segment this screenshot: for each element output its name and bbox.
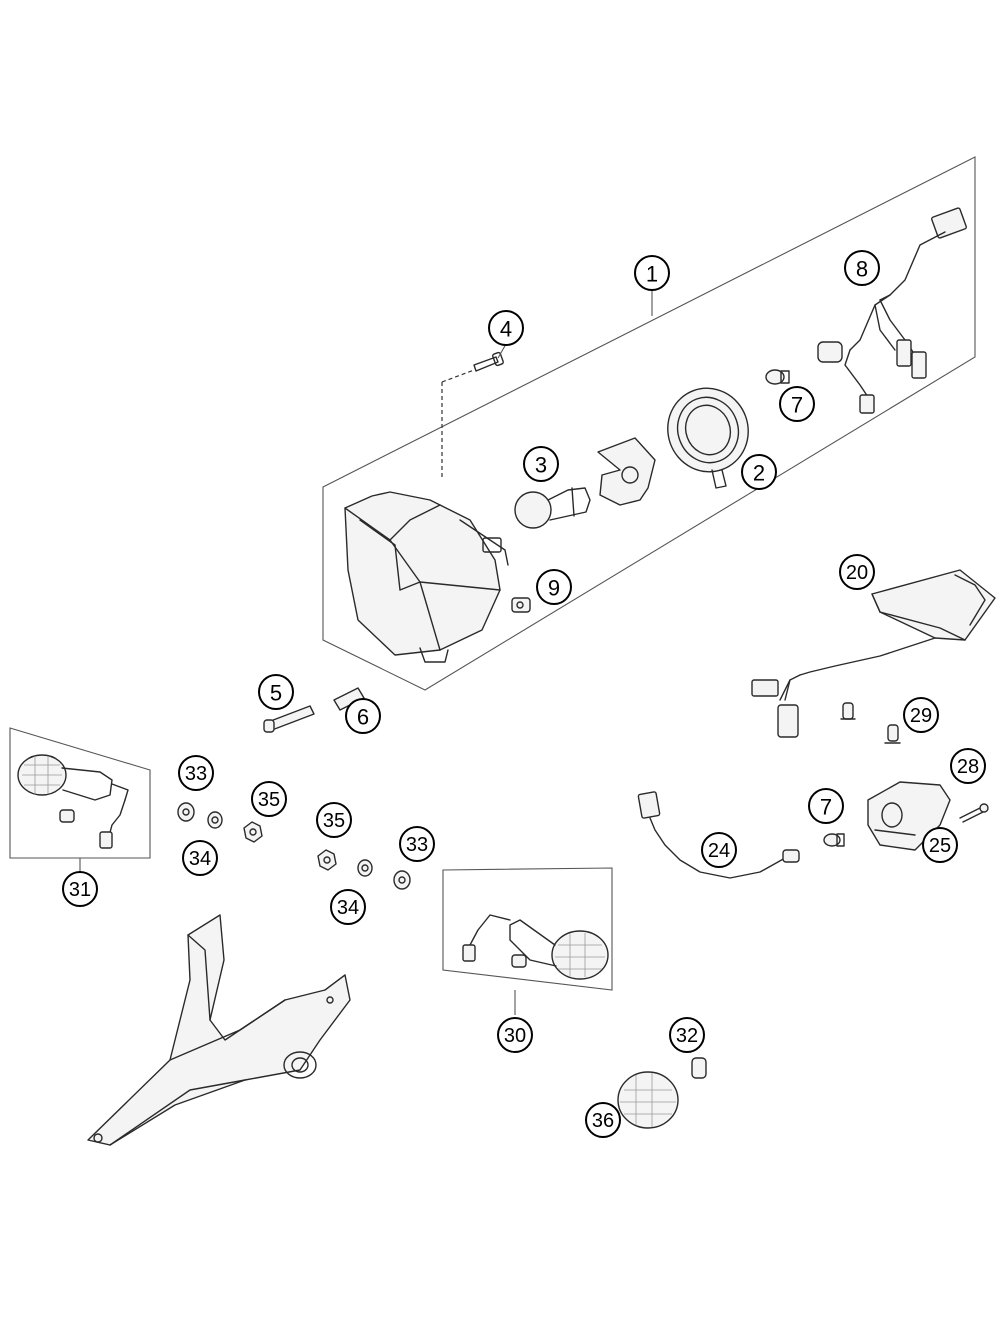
- svg-text:33: 33: [406, 834, 428, 856]
- svg-text:31: 31: [69, 879, 91, 901]
- svg-text:34: 34: [337, 897, 359, 919]
- callout-32: 32: [669, 1017, 705, 1053]
- tail-light-unit-20: [751, 569, 996, 738]
- sleeve-6: [333, 687, 365, 711]
- svg-text:33: 33: [185, 763, 207, 785]
- lock-washer-34-left: [207, 811, 223, 829]
- callout-33-left: 33: [178, 755, 214, 791]
- svg-text:24: 24: [708, 840, 730, 862]
- svg-text:7: 7: [791, 393, 803, 418]
- callout-4: 4: [488, 310, 524, 346]
- callout-3: 3: [523, 446, 559, 482]
- leader-lines: [497, 290, 653, 359]
- svg-text:4: 4: [500, 317, 512, 342]
- callout-24: 24: [701, 832, 737, 868]
- socket-9: [511, 597, 531, 613]
- svg-text:20: 20: [846, 562, 868, 584]
- callout-36: 36: [585, 1102, 621, 1138]
- bolt-4: [473, 351, 504, 372]
- washer-33-left: [177, 802, 195, 822]
- callout-35-right: 35: [316, 802, 352, 838]
- callout-6: 6: [345, 698, 381, 734]
- svg-text:29: 29: [910, 705, 932, 727]
- svg-text:1: 1: [646, 262, 658, 287]
- small-bulb-32: [691, 1057, 707, 1079]
- nut-35-right: [317, 849, 337, 871]
- callout-30: 30: [497, 1017, 533, 1053]
- washer-33-right: [393, 870, 411, 890]
- rear-fender-bracket: [87, 914, 351, 1146]
- svg-text:36: 36: [592, 1110, 614, 1132]
- svg-text:34: 34: [189, 848, 211, 870]
- small-bulbs-29: [840, 702, 901, 744]
- svg-text:5: 5: [270, 681, 282, 706]
- callout-25: 25: [922, 827, 958, 863]
- callout-34-left: 34: [182, 840, 218, 876]
- svg-text:30: 30: [504, 1025, 526, 1047]
- bolt-axis-line-top: [441, 369, 475, 383]
- callout-1: 1: [634, 255, 670, 291]
- small-bulb-7-upper: [765, 369, 790, 385]
- nut-35-left: [243, 821, 263, 843]
- small-bulb-7-lower: [823, 833, 845, 847]
- callout-9: 9: [536, 569, 572, 605]
- svg-text:32: 32: [676, 1025, 698, 1047]
- wiring-harness-8: [817, 207, 967, 414]
- bulb-3: [514, 487, 591, 529]
- callout-33-right: 33: [399, 826, 435, 862]
- svg-text:35: 35: [323, 810, 345, 832]
- lock-washer-34-right: [357, 859, 373, 877]
- right-indicator-panel-30: [442, 867, 613, 1015]
- svg-text:6: 6: [357, 705, 369, 730]
- callout-8: 8: [844, 250, 880, 286]
- bulb-holder-plate: [597, 437, 656, 506]
- rubber-cover-2: [667, 387, 749, 489]
- callout-5: 5: [258, 674, 294, 710]
- callout-35-left: 35: [251, 781, 287, 817]
- svg-text:35: 35: [258, 789, 280, 811]
- callout-28: 28: [950, 748, 986, 784]
- svg-text:8: 8: [856, 257, 868, 282]
- callout-7-lower: 7: [808, 788, 844, 824]
- svg-text:2: 2: [753, 461, 765, 486]
- svg-text:25: 25: [929, 835, 951, 857]
- callout-29: 29: [903, 697, 939, 733]
- svg-text:28: 28: [957, 756, 979, 778]
- indicator-lens-36: [617, 1071, 679, 1129]
- callout-2: 2: [741, 454, 777, 490]
- bolt-5: [263, 705, 315, 733]
- screw-28: [959, 803, 989, 823]
- svg-text:9: 9: [548, 576, 560, 601]
- left-indicator-panel-31: [9, 727, 151, 880]
- svg-text:3: 3: [535, 453, 547, 478]
- callout-20: 20: [839, 554, 875, 590]
- callout-34-right: 34: [330, 889, 366, 925]
- headlight-assembly-panel: [322, 156, 976, 691]
- svg-text:7: 7: [820, 795, 832, 820]
- headlight-housing: [344, 491, 509, 663]
- callout-7-upper: 7: [779, 386, 815, 422]
- callout-31: 31: [62, 871, 98, 907]
- license-light-cable-24: [637, 791, 800, 879]
